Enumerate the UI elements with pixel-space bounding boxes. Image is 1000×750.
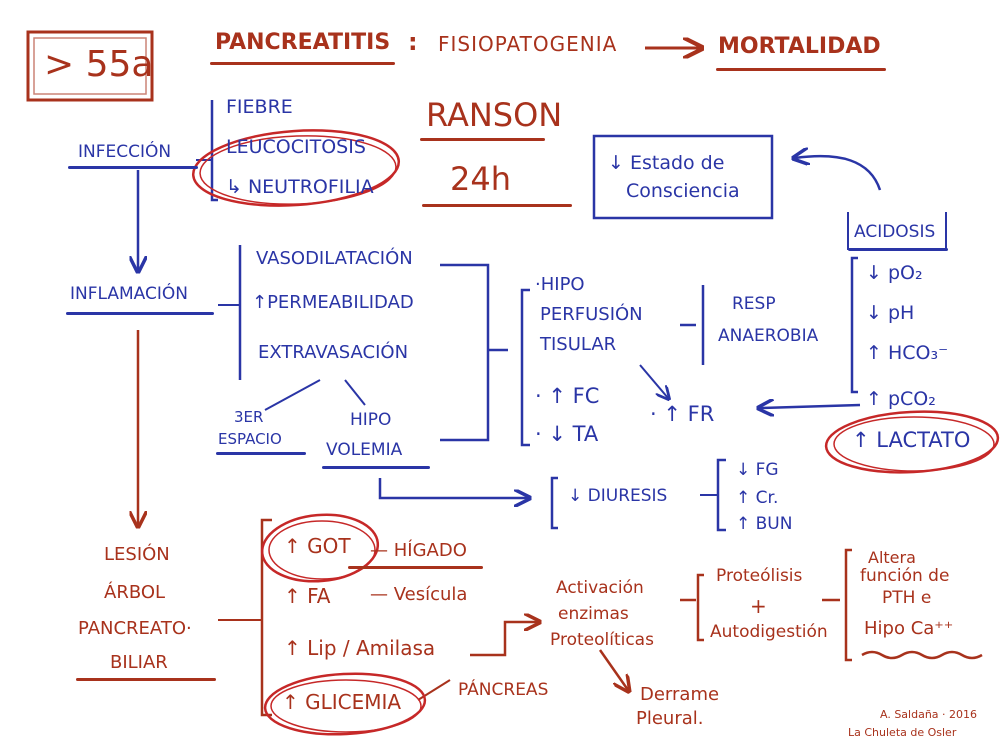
lesion-line3: PANCREATO· [78, 618, 192, 639]
lesion-underline [76, 678, 216, 681]
third-space-underline [216, 452, 306, 455]
infection-label: INFECCIÓN [78, 142, 172, 162]
consciousness-line2: Consciencia [626, 180, 740, 202]
activation-line3: Proteolíticas [550, 630, 654, 650]
pth-line3: PTH e [882, 588, 932, 608]
hypoperfusion-line1: ·HIPO [535, 274, 585, 295]
third-space-line2: ESPACIO [218, 430, 282, 448]
effusion-line2: Pleural. [636, 708, 704, 729]
vital-fc: · ↑ FC [535, 384, 600, 408]
infection-item-fiebre: FIEBRE [226, 96, 293, 118]
effusion-line1: Derrame [640, 684, 720, 705]
hypovolemia-line1: HIPO [350, 410, 392, 430]
age-label: > 55a [44, 44, 154, 85]
pth-line1: Altera [868, 548, 916, 567]
vital-ta: · ↓ TA [535, 422, 599, 446]
pth-line4: Hipo Ca⁺⁺ [864, 618, 954, 639]
lab-glucemia: ↑ GLICEMIA [282, 690, 402, 714]
mortalidad-underline [716, 68, 886, 71]
title-mortalidad: MORTALIDAD [718, 34, 881, 59]
acidosis-lactate: ↑ LACTATO [852, 428, 971, 452]
acidosis-po2: ↓ pO₂ [866, 262, 923, 284]
ranson-title: RANSON [426, 96, 563, 134]
acidosis-ph: ↓ pH [866, 302, 915, 324]
acidosis-underline [848, 248, 948, 251]
title-fisiopatogenia: FISIOPATOGENIA [438, 32, 618, 56]
acidosis-pco2: ↑ pCO₂ [866, 388, 936, 410]
consciousness-line1: ↓ Estado de [608, 152, 725, 174]
lab-vesicula: — Vesícula [370, 584, 468, 605]
hypovolemia-underline [322, 466, 430, 469]
signature-source: La Chuleta de Osler [848, 726, 957, 739]
third-space-line1: 3ER [234, 408, 264, 426]
renal-fg: ↓ FG [736, 460, 779, 480]
acidosis-hco3: ↑ HCO₃⁻ [866, 342, 949, 364]
lab-pancreas: PÁNCREAS [458, 680, 549, 700]
higado-underline [348, 566, 483, 569]
inflammation-item-extravasacion: EXTRAVASACIÓN [258, 342, 409, 363]
activation-line2: enzimas [558, 604, 629, 624]
acidosis-label: ACIDOSIS [854, 222, 936, 242]
proteolysis-line1: Proteólisis [716, 566, 803, 586]
inflammation-item-permeabilidad: ↑PERMEABILIDAD [252, 292, 414, 313]
lab-higado: — HÍGADO [370, 540, 467, 561]
proteolysis-plus: + [750, 594, 767, 618]
signature-author: A. Saldaña · 2016 [880, 708, 978, 721]
pth-line2: función de [860, 566, 950, 586]
title-separator: : [408, 28, 418, 56]
lesion-line4: BILIAR [110, 652, 168, 673]
lab-lip-amilasa: ↑ Lip / Amilasa [284, 636, 436, 660]
lesion-line2: ÁRBOL [104, 582, 166, 603]
inflammation-label: INFLAMACIÓN [70, 284, 188, 304]
vital-fr: · ↑ FR [650, 402, 715, 426]
hypovolemia-line2: VOLEMIA [326, 440, 403, 460]
ranson-time-underline [422, 204, 572, 207]
renal-bun: ↑ BUN [736, 514, 793, 534]
title-pancreatitis: PANCREATITIS [215, 30, 391, 55]
inflammation-item-vasodilatacion: VASODILATACIÓN [256, 248, 413, 269]
ranson-underline [420, 138, 545, 141]
inflammation-underline [66, 312, 214, 315]
diuresis-label: ↓ DIURESIS [568, 486, 668, 506]
renal-cr: ↑ Cr. [736, 488, 779, 508]
resp-line1: RESP [732, 294, 776, 314]
infection-item-neutrofilia: ↳ NEUTROFILIA [226, 176, 374, 198]
lab-fa: ↑ FA [284, 584, 331, 608]
lab-got: ↑ GOT [284, 534, 351, 558]
infection-underline [68, 166, 198, 169]
infection-item-leucocitosis: LEUCOCITOSIS [226, 136, 366, 158]
resp-line2: ANAEROBIA [718, 326, 819, 346]
activation-line1: Activación [556, 578, 644, 598]
hypoperfusion-line3: TISULAR [540, 334, 617, 355]
hypoperfusion-line2: PERFUSIÓN [540, 304, 643, 325]
proteolysis-line2: Autodigestión [710, 622, 828, 642]
ranson-time: 24h [450, 160, 511, 198]
lesion-line1: LESIÓN [104, 544, 170, 565]
title-underline [210, 62, 395, 65]
